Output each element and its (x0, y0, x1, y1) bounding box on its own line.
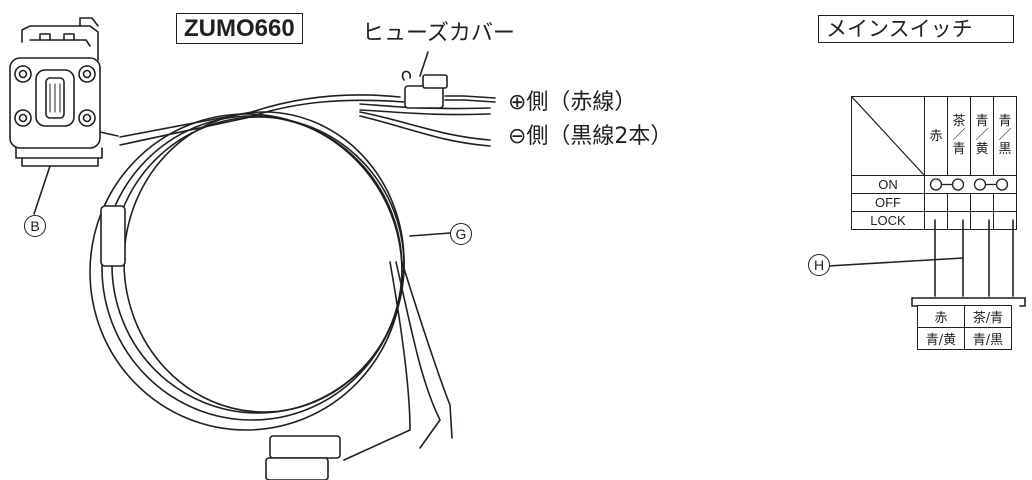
cell (924, 211, 948, 230)
model-title: ZUMO660 (176, 13, 303, 44)
wire-harness (89, 94, 491, 480)
switch-table: 赤 茶／青 青／黄 青／黒 ON OFF (851, 96, 1017, 230)
cell (993, 211, 1017, 230)
col-header-3: 青／黒 (993, 96, 1017, 176)
switch-connector: 赤 茶/青 青/黄 青/黒 (917, 305, 1012, 350)
col-header-3-text: 青／黒 (998, 113, 1012, 158)
connector-pin-1: 茶/青 (964, 305, 1012, 328)
col-header-char: 黄 (975, 142, 989, 158)
mark-b: B (24, 215, 46, 237)
col-header-char: 茶 (952, 113, 966, 129)
row-lock: LOCK (851, 211, 1017, 230)
cell (993, 193, 1017, 212)
cell (970, 193, 994, 212)
row-off: OFF (851, 193, 1017, 212)
positive-wire-label: ⊕側（赤線） (508, 90, 637, 115)
on-continuity (924, 175, 1017, 194)
col-header-char: 青 (998, 113, 1012, 129)
connector-pin-2: 青/黄 (917, 327, 965, 350)
connector-pin-0: 赤 (917, 305, 965, 328)
negative-wire-label: ⊖側（黒線2本） (508, 124, 673, 149)
row-label-lock: LOCK (851, 211, 925, 230)
col-header-char: 青 (975, 113, 989, 129)
main-switch-title: メインスイッチ (818, 15, 1014, 43)
col-header-char: 赤 (929, 128, 943, 144)
switch-wires (827, 219, 1026, 307)
mark-h: H (808, 254, 830, 276)
col-header-1: 茶／青 (947, 96, 971, 176)
col-header-2: 青／黄 (970, 96, 994, 176)
col-header-1-text: 茶／青 (952, 113, 966, 158)
row-on: ON (851, 175, 1017, 194)
cell (947, 193, 971, 212)
col-header-2-text: 青／黄 (975, 113, 989, 158)
col-header-char: ／ (998, 127, 1012, 143)
connector-pin-3: 青/黒 (964, 327, 1012, 350)
col-header-0: 赤 (924, 96, 948, 176)
cell (970, 211, 994, 230)
mark-g: G (450, 223, 472, 245)
fuse-cover-label: ヒューズカバー (362, 21, 515, 46)
col-header-char: 青 (952, 142, 966, 158)
col-header-char: 黒 (998, 142, 1012, 158)
corner-cell (851, 96, 925, 176)
row-label-on: ON (851, 175, 925, 194)
cell (924, 193, 948, 212)
fuse-holder (401, 51, 496, 109)
col-header-char: ／ (975, 127, 989, 143)
col-header-char: ／ (952, 127, 966, 143)
corner-diagonal (852, 97, 924, 175)
mount-bracket (9, 17, 119, 215)
row-label-off: OFF (851, 193, 925, 212)
cell (947, 211, 971, 230)
col-header-0-text: 赤 (929, 128, 943, 144)
on-continuity-marks (929, 178, 1009, 191)
